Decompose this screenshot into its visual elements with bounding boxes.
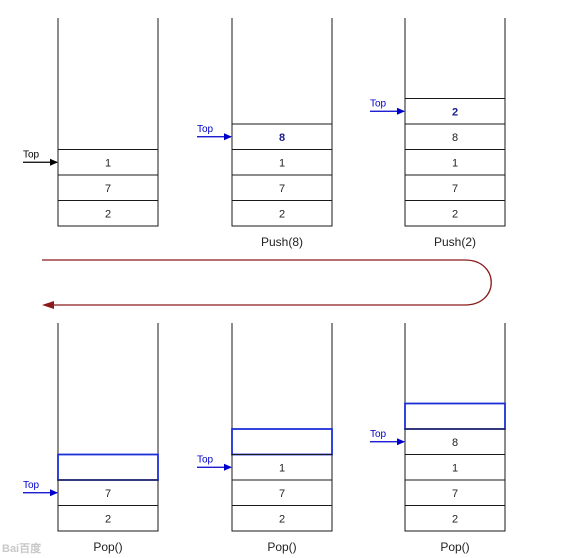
stack-cell-value: 1: [452, 157, 458, 169]
watermark-logo: Bai百度: [2, 541, 42, 555]
stack-cell-removed: [57, 453, 159, 481]
stack-cell: [231, 200, 333, 227]
stack-cell-value: 1: [279, 462, 285, 474]
stack-cell-value: 7: [452, 183, 458, 195]
stack-cell: [57, 505, 159, 532]
stack-cell-value: 2: [452, 208, 458, 220]
stack-cell-removed: [231, 428, 333, 456]
stack-cell-value: 8: [279, 132, 285, 144]
stack-cell: [404, 200, 506, 227]
stack-cell-value: 2: [452, 106, 458, 118]
flow-arrow-head: [42, 301, 54, 309]
operation-caption: Push(8): [261, 235, 303, 249]
top-pointer-label: Top: [197, 124, 214, 135]
stack-cell-value: 8: [452, 437, 458, 449]
stack-cell-value: 7: [452, 488, 458, 500]
stack-cell-value: 7: [279, 488, 285, 500]
top-pointer-label: Top: [23, 480, 40, 491]
stack-cell-value: 2: [279, 513, 285, 525]
stack-cell-value: 1: [452, 462, 458, 474]
stack-cell: [231, 505, 333, 532]
stack-cell-removed: [404, 402, 506, 430]
operation-caption: Pop(): [440, 540, 469, 554]
stack-cell-value: 7: [279, 183, 285, 195]
stack-cell-value: 1: [279, 157, 285, 169]
stack-cell-value: 2: [279, 208, 285, 220]
top-pointer-label: Top: [197, 454, 214, 465]
stacks-layer: 172Top8172TopPush(8)28172TopPush(2)72Top…: [23, 18, 506, 554]
top-pointer-label: Top: [370, 429, 387, 440]
stack-cell: [404, 505, 506, 532]
stack-cell-value: 7: [105, 183, 111, 195]
stack-cell-value: 2: [452, 513, 458, 525]
top-pointer-label: Top: [370, 98, 387, 109]
operation-caption: Pop(): [267, 540, 296, 554]
stack-cell-value: 7: [105, 488, 111, 500]
stack-cell: [57, 200, 159, 227]
operation-caption: Pop(): [93, 540, 122, 554]
stack-cell-value: 8: [452, 132, 458, 144]
stack-1: 1 7 2 Top: [23, 18, 159, 227]
top-pointer-label: Top: [23, 149, 40, 160]
stack-cell-value: 1: [105, 157, 111, 169]
stack-cell-value: 2: [105, 208, 111, 220]
operation-caption: Push(2): [434, 235, 476, 249]
stack-cell-value: 2: [105, 513, 111, 525]
flow-arrow: [42, 259, 492, 306]
